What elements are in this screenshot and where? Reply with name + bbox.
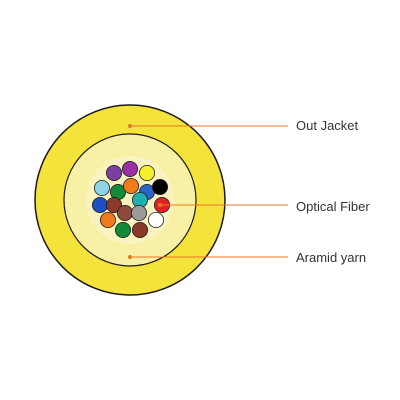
optical-fiber-17 <box>115 221 132 238</box>
leader-dot-out-jacket <box>128 124 132 128</box>
optical-fiber-3 <box>138 164 155 181</box>
optical-fiber-6 <box>123 177 140 194</box>
optical-fiber-14 <box>117 204 134 221</box>
optical-fiber-13 <box>100 211 117 228</box>
label-aramid-yarn: Aramid yarn <box>296 250 367 265</box>
optical-fiber-bundle <box>92 160 170 238</box>
optical-fiber-18 <box>131 221 148 238</box>
label-out-jacket: Out Jacket <box>296 118 359 133</box>
optical-fiber-9 <box>92 196 109 213</box>
optical-fiber-16 <box>147 211 164 228</box>
optical-fiber-8 <box>151 178 168 195</box>
label-optical-fiber: Optical Fiber <box>296 199 370 214</box>
optical-fiber-10 <box>106 196 123 213</box>
optical-fiber-1 <box>106 164 123 181</box>
optical-fiber-4 <box>94 179 111 196</box>
optical-fiber-15 <box>130 204 147 221</box>
leader-dot-optical-fiber <box>158 203 162 207</box>
optical-fiber-2 <box>122 160 139 177</box>
leader-dot-aramid-yarn <box>128 255 132 259</box>
